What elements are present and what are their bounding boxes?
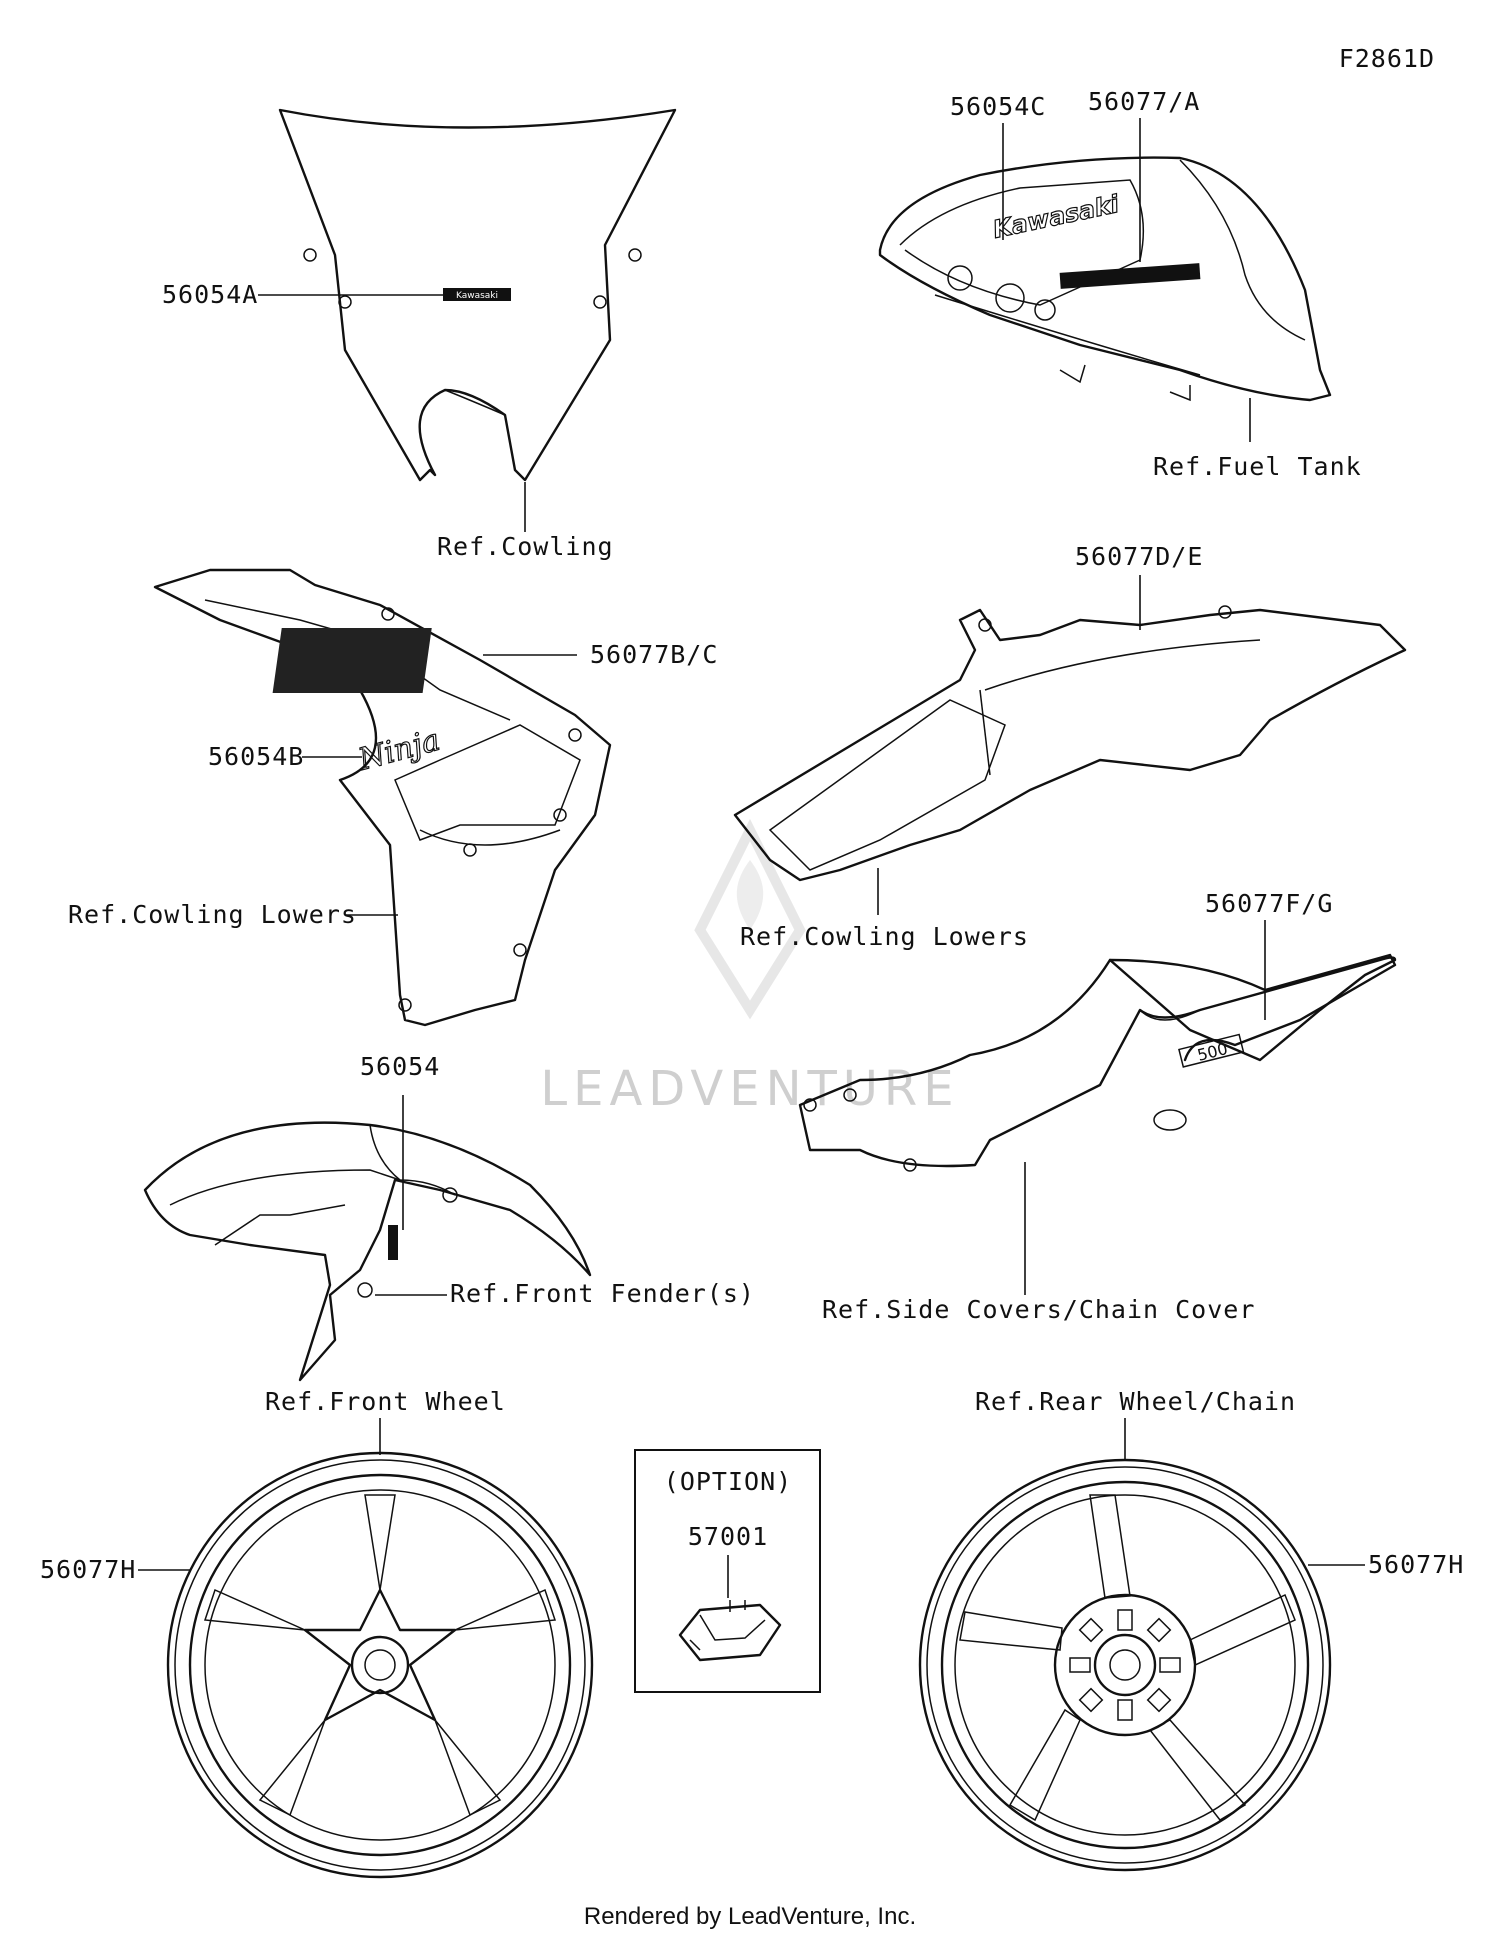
windscreen-decal xyxy=(443,288,511,301)
label-ref-side-covers: Ref.Side Covers/Chain Cover xyxy=(822,1295,1255,1324)
tank-stripe-decal xyxy=(1059,263,1201,289)
watermark-logo-icon xyxy=(694,818,806,1020)
cowling-lower-right-part xyxy=(733,605,1407,882)
rear-wheel-part xyxy=(918,1458,1332,1872)
diagram-code: F2861D xyxy=(1339,44,1435,73)
label-56077a: 56077/A xyxy=(1088,87,1200,116)
label-ref-cowling: Ref.Cowling xyxy=(437,532,614,561)
label-56054c: 56054C xyxy=(950,92,1046,121)
label-ref-front-wheel: Ref.Front Wheel xyxy=(265,1387,506,1416)
label-56054: 56054 xyxy=(360,1052,440,1081)
tank-logo-decal: Kawasaki xyxy=(990,190,1122,244)
watermark: LEADVENTURE xyxy=(540,818,959,1117)
option-box: (OPTION) 57001 xyxy=(634,1449,821,1693)
fuel-tank-part: Kawasaki xyxy=(878,156,1332,402)
windscreen-decal-text: Kawasaki xyxy=(456,291,498,301)
option-clip-part xyxy=(678,1600,782,1662)
label-56054b: 56054B xyxy=(208,742,304,771)
label-56077bc: 56077B/C xyxy=(590,640,718,669)
label-56077h-left: 56077H xyxy=(40,1555,136,1584)
windscreen-part: Kawasaki xyxy=(278,108,677,482)
front-fender-part xyxy=(143,1121,592,1382)
label-57001: 57001 xyxy=(688,1522,768,1551)
cowling-lower-left-part: Ninja xyxy=(153,568,612,1027)
cowling-stripe-decal xyxy=(272,628,432,693)
label-ref-fuel-tank: Ref.Fuel Tank xyxy=(1153,452,1362,481)
label-56054a: 56054A xyxy=(162,280,258,309)
ninja-logo-decal: Ninja xyxy=(354,723,444,778)
watermark-text: LEADVENTURE xyxy=(540,1061,959,1117)
label-ref-cowling-lowers-left: Ref.Cowling Lowers xyxy=(68,900,357,929)
label-56077h-right: 56077H xyxy=(1368,1550,1464,1579)
front-wheel-part xyxy=(166,1451,594,1879)
credit-text: Rendered by LeadVenture, Inc. xyxy=(584,1903,916,1930)
label-ref-front-fender: Ref.Front Fender(s) xyxy=(450,1279,755,1308)
label-option: (OPTION) xyxy=(664,1467,792,1496)
label-56077de: 56077D/E xyxy=(1075,542,1203,571)
label-56077fg: 56077F/G xyxy=(1205,889,1333,918)
label-ref-cowling-lowers-right: Ref.Cowling Lowers xyxy=(740,922,1029,951)
label-ref-rear-wheel: Ref.Rear Wheel/Chain xyxy=(975,1387,1296,1416)
